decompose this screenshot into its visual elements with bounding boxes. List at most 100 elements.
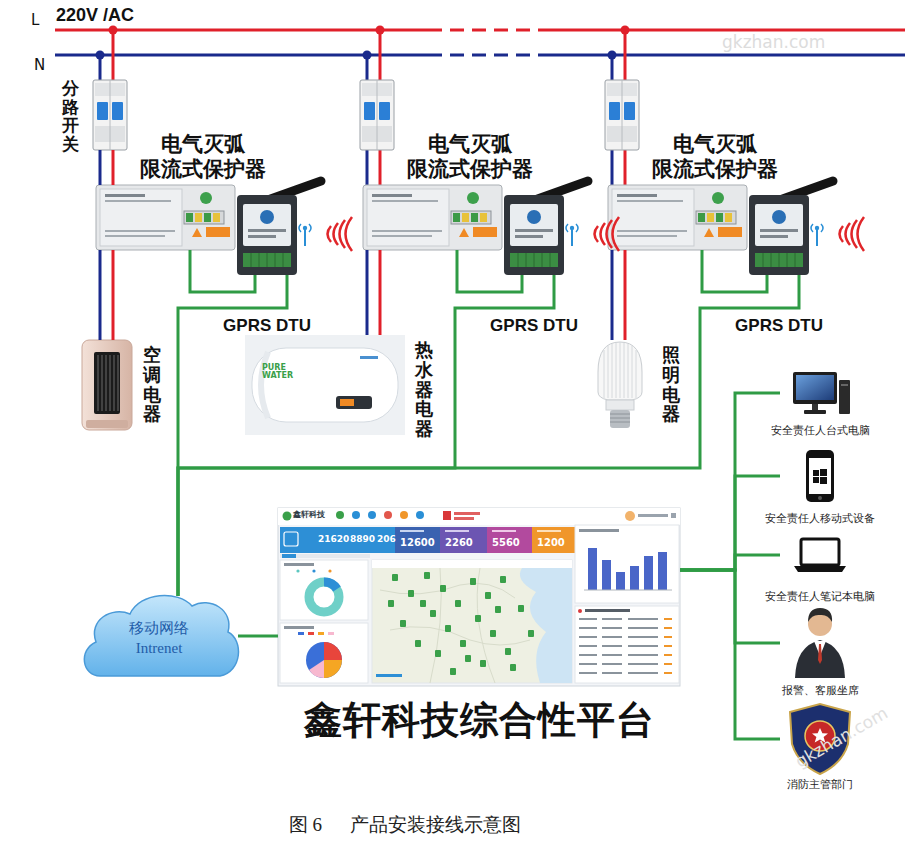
map-marker — [430, 610, 436, 617]
platform-screenshot — [602, 560, 611, 590]
table-rows — [628, 627, 658, 629]
water-heater-image — [340, 399, 354, 406]
platform-screenshot — [284, 532, 298, 546]
table-rows — [579, 663, 597, 665]
table-rows — [628, 654, 658, 656]
platform-screenshot — [537, 530, 561, 532]
water-heater-image — [245, 335, 405, 435]
gprs-dtu: GPRS DTU — [237, 195, 297, 275]
power-bus — [428, 29, 548, 32]
platform-screenshot — [630, 566, 639, 590]
platform-screenshot — [380, 568, 530, 683]
screen-number: 8890 — [350, 535, 375, 545]
map-marker — [470, 578, 476, 585]
platform-screenshot — [578, 609, 582, 613]
air-conditioner-image — [98, 355, 118, 411]
signal-wire — [190, 250, 255, 292]
platform-screenshot — [318, 632, 324, 635]
operator-icon — [795, 640, 845, 678]
neutral-wire — [366, 250, 369, 335]
map-marker — [435, 650, 441, 657]
map-marker — [388, 572, 534, 675]
dtu-label: GPRS DTU — [735, 316, 823, 336]
desktop-icon — [793, 372, 850, 414]
table-rows — [579, 672, 597, 674]
platform-screenshot — [284, 626, 314, 629]
operator-icon — [808, 608, 832, 622]
platform-screenshot — [395, 527, 440, 553]
water-heater-image — [360, 356, 378, 359]
terminal: 安全责任人台式电脑 — [780, 372, 860, 414]
live-wire — [112, 250, 115, 340]
platform-screenshot — [306, 642, 342, 678]
platform-screenshot — [328, 632, 334, 635]
desktop-icon — [793, 372, 837, 404]
gprs-dtu: GPRS DTU — [749, 195, 809, 275]
table-rows — [602, 645, 622, 647]
map-marker — [510, 664, 516, 671]
water-heater-image — [261, 352, 268, 418]
watermark: gkzhan.com — [722, 33, 825, 52]
appliance-label: 空调电器 — [143, 345, 161, 424]
branch-switch — [360, 80, 394, 150]
bulb-image — [598, 342, 642, 428]
network-line — [680, 393, 780, 570]
screen-number: 206 — [377, 535, 396, 545]
branch-wires — [363, 51, 372, 60]
platform-screenshot — [328, 569, 331, 572]
map-marker — [490, 630, 496, 637]
protector-device — [363, 185, 502, 250]
platform-screenshot — [575, 525, 679, 603]
platform-screenshot — [368, 511, 376, 519]
desktop-icon — [796, 375, 834, 400]
platform-screenshot — [454, 517, 474, 520]
connector — [702, 250, 767, 292]
platform-screenshot — [324, 642, 342, 660]
map-marker — [480, 660, 486, 667]
platform-screenshot — [575, 606, 679, 683]
neutral-wire — [99, 150, 102, 185]
signal-wire — [702, 250, 767, 292]
network-line — [680, 570, 780, 643]
platform-screenshot — [416, 511, 424, 519]
platform-screenshot — [588, 548, 597, 590]
map-marker — [485, 592, 491, 599]
dtu-label: GPRS DTU — [223, 316, 311, 336]
table-rows — [602, 654, 622, 656]
terminal-label: 安全责任人笔记本电脑 — [765, 590, 875, 604]
branch-switch — [605, 80, 639, 150]
bulb-image — [610, 410, 630, 428]
connector — [612, 250, 625, 340]
platform-screenshot — [400, 511, 408, 519]
connector — [238, 636, 278, 637]
air-conditioner-image — [82, 340, 132, 430]
platform-screenshot — [445, 530, 469, 532]
phone-icon — [820, 477, 827, 484]
map-marker — [475, 615, 481, 622]
platform-screenshot — [520, 568, 572, 683]
phone-icon — [806, 450, 834, 502]
platform-screenshot — [376, 674, 402, 677]
map-marker — [455, 600, 461, 607]
device-heading: 电气灭弧 限流式保护器 — [395, 132, 545, 182]
table-rows — [628, 672, 658, 674]
table-rows — [628, 663, 658, 665]
table-rows — [579, 645, 597, 647]
water-heater-image — [252, 348, 398, 422]
platform-screenshot — [352, 511, 360, 519]
connector — [190, 250, 255, 292]
table-rows — [628, 645, 658, 647]
line-label: L — [31, 12, 39, 29]
platform-screenshot — [324, 582, 337, 589]
table-rows — [664, 627, 672, 629]
live-wire — [624, 250, 627, 340]
platform-screenshot — [278, 508, 680, 525]
branch-wires — [379, 150, 382, 185]
platform-screenshot — [280, 527, 395, 553]
bulb-image — [598, 342, 642, 400]
protector-device — [96, 185, 235, 250]
laptop-icon — [801, 539, 839, 565]
phone-icon — [809, 458, 831, 494]
platform-screenshot — [280, 623, 368, 683]
